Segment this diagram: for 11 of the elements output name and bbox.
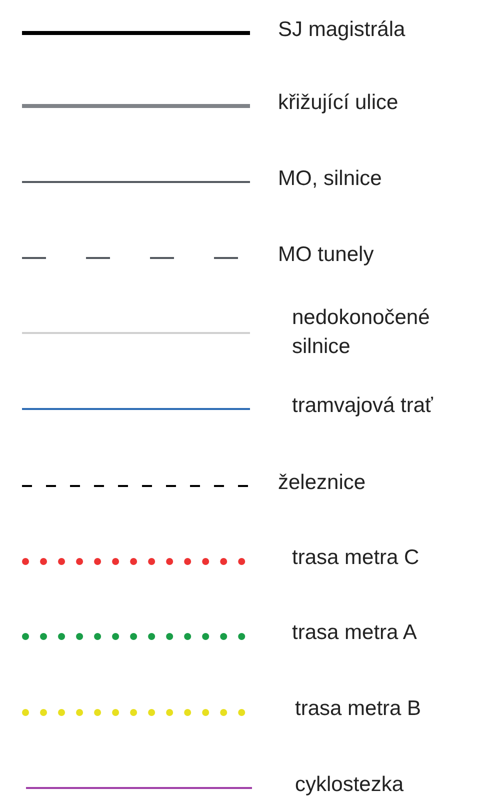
- legend-label: MO tunely: [278, 242, 375, 268]
- legend-label: tramvajová trať: [292, 393, 434, 419]
- legend-label: nedokonočené silnice: [292, 305, 431, 360]
- legend-label: železnice: [278, 470, 367, 496]
- legend-label: trasa metra A: [292, 620, 418, 646]
- legend-label: MO, silnice: [278, 166, 383, 192]
- legend-label: cyklostezka: [295, 772, 405, 798]
- legend-label: SJ magistrála: [278, 17, 406, 43]
- legend-label: trasa metra C: [292, 545, 420, 571]
- legend-label: trasa metra B: [295, 696, 422, 722]
- legend-label: křižující ulice: [278, 90, 400, 116]
